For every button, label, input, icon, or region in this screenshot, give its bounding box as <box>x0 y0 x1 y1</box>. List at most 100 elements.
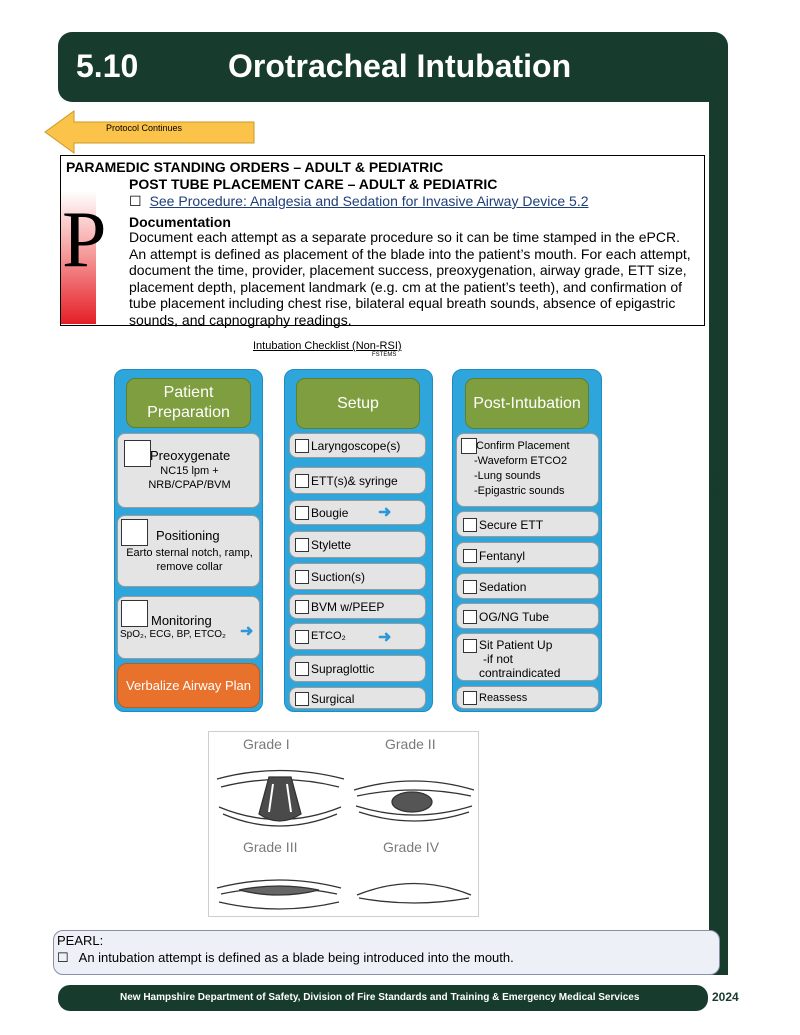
ett-syringe-checkbox[interactable] <box>295 474 309 488</box>
airway-grade-illustration: Grade I Grade II Grade III Grade IV <box>208 731 479 917</box>
secure-ett-item[interactable]: Secure ETT <box>456 511 599 537</box>
etco2-item[interactable]: ETCO₂ ➜ <box>289 623 426 650</box>
bvm-peep-checkbox[interactable] <box>295 600 309 614</box>
bougie-item[interactable]: Bougie ➜ <box>289 500 426 525</box>
positioning-item[interactable]: Positioning Earto sternal notch, ramp, r… <box>117 515 260 587</box>
waveform-etco2-text: -Waveform ETCO2 <box>474 455 568 467</box>
lung-sounds-text: -Lung sounds <box>474 470 541 482</box>
suction-item[interactable]: Suction(s) <box>289 563 426 590</box>
arrow-right-icon: ➜ <box>378 504 392 521</box>
stylette-label: Stylette <box>311 538 352 552</box>
documentation-heading: Documentation <box>129 214 231 230</box>
confirm-placement-label: Confirm Placement <box>476 440 570 452</box>
preoxygenate-label: Preoxygenate <box>150 448 231 463</box>
reassess-label: Reassess <box>479 692 528 704</box>
checkbox-bullet-icon: ☐ <box>57 950 69 965</box>
setup-header: Setup <box>296 378 420 429</box>
pearl-text: An intubation attempt is defined as a bl… <box>78 950 514 965</box>
supraglottic-label: Supraglottic <box>311 662 375 676</box>
grade-i-label: Grade I <box>243 736 290 752</box>
page-title: Orotracheal Intubation <box>228 48 572 84</box>
sit-patient-up-label: Sit Patient Up <box>479 638 553 652</box>
og-ng-tube-checkbox[interactable] <box>463 610 477 624</box>
footer-bar <box>58 985 708 1011</box>
arrow-right-icon: ➜ <box>378 629 392 646</box>
monitoring-label: Monitoring <box>151 613 212 628</box>
side-tab-label: Airway Procedure 5.10 <box>710 443 727 627</box>
supraglottic-item[interactable]: Supraglottic <box>289 655 426 682</box>
post-intubation-header: Post-Intubation <box>465 378 589 429</box>
sit-patient-up-item[interactable]: Sit Patient Up -if not contraindicated <box>456 633 599 681</box>
og-ng-tube-item[interactable]: OG/NG Tube <box>456 603 599 629</box>
etco2-checkbox[interactable] <box>295 630 309 644</box>
confirm-placement-checkbox[interactable] <box>461 438 477 454</box>
positioning-label: Positioning <box>156 528 220 543</box>
laryngoscope-label: Laryngoscope(s) <box>311 439 401 453</box>
left-arrow-icon[interactable] <box>44 110 256 154</box>
monitoring-item[interactable]: Monitoring SpO₂, ECG, BP, ETCO₂ ➜ <box>117 596 260 659</box>
patient-preparation-header: Patient Preparation <box>126 378 251 428</box>
if-not-text: -if not <box>483 652 514 666</box>
secure-ett-label: Secure ETT <box>479 518 544 532</box>
grade-iv-label: Grade IV <box>383 839 440 855</box>
analgesia-procedure-link[interactable]: See Procedure: Analgesia and Sedation fo… <box>149 193 589 209</box>
sedation-item[interactable]: Sedation <box>456 573 599 599</box>
secure-ett-checkbox[interactable] <box>463 518 477 532</box>
fentanyl-checkbox[interactable] <box>463 549 477 563</box>
monitoring-detail: SpO₂, ECG, BP, ETCO₂ <box>120 629 226 640</box>
confirm-placement-item[interactable]: Confirm Placement -Waveform ETCO2 -Lung … <box>456 433 599 507</box>
protocol-number: 5.10 <box>76 48 139 84</box>
bougie-checkbox[interactable] <box>295 506 309 520</box>
reassess-checkbox[interactable] <box>463 691 477 705</box>
post-tube-care-title: POST TUBE PLACEMENT CARE – ADULT & PEDIA… <box>129 176 498 192</box>
footer-year: 2024 <box>712 990 739 1004</box>
preoxygenate-item[interactable]: Preoxygenate NC15 lpm + NRB/CPAP/BVM <box>117 433 260 508</box>
surgical-item[interactable]: Surgical <box>289 687 426 709</box>
bvm-peep-label: BVM w/PEEP <box>311 600 385 614</box>
protocol-continues-link[interactable]: Protocol Continues <box>106 123 183 133</box>
og-ng-tube-label: OG/NG Tube <box>479 610 550 624</box>
stylette-checkbox[interactable] <box>295 538 309 552</box>
contraindicated-text: contraindicated <box>479 666 561 680</box>
verbalize-airway-plan[interactable]: Verbalize Airway Plan <box>117 663 260 708</box>
checkbox-bullet-icon: ☐ <box>129 193 142 209</box>
laryngoscope-item[interactable]: Laryngoscope(s) <box>289 433 426 458</box>
etco2-label: ETCO₂ <box>311 630 346 642</box>
documentation-text: Document each attempt as a separate proc… <box>129 229 691 328</box>
surgical-checkbox[interactable] <box>295 692 309 706</box>
pearl-label: PEARL: <box>57 933 104 948</box>
procedure-link-row: ☐ See Procedure: Analgesia and Sedation f… <box>129 193 589 210</box>
ett-syringe-item[interactable]: ETT(s)& syringe <box>289 467 426 494</box>
suction-label: Suction(s) <box>311 570 366 584</box>
epigastric-sounds-text: -Epigastric sounds <box>474 485 565 497</box>
preoxygenate-detail: NC15 lpm + NRB/CPAP/BVM <box>148 465 231 491</box>
suction-checkbox[interactable] <box>295 570 309 584</box>
preoxygenate-checkbox[interactable] <box>124 440 151 467</box>
supraglottic-checkbox[interactable] <box>295 662 309 676</box>
arrow-right-icon: ➜ <box>240 623 254 640</box>
pearl-text-row: ☐ An intubation attempt is defined as a b… <box>57 950 514 966</box>
bvm-peep-item[interactable]: BVM w/PEEP <box>289 594 426 619</box>
laryngoscope-checkbox[interactable] <box>295 439 309 453</box>
pearl-box <box>53 930 720 975</box>
header-banner <box>58 32 728 102</box>
sedation-label: Sedation <box>479 580 527 594</box>
bougie-label: Bougie <box>311 506 349 520</box>
ett-syringe-label: ETT(s)& syringe <box>311 474 398 488</box>
paramedic-level-bar <box>61 191 96 324</box>
side-bar <box>709 95 728 975</box>
paramedic-level-letter: P <box>62 196 107 284</box>
fentanyl-label: Fentanyl <box>479 549 526 563</box>
positioning-checkbox[interactable] <box>121 519 148 546</box>
footer-text: New Hampshire Department of Safety, Divi… <box>120 992 640 1003</box>
fentanyl-item[interactable]: Fentanyl <box>456 542 599 568</box>
stylette-item[interactable]: Stylette <box>289 531 426 558</box>
reassess-item[interactable]: Reassess <box>456 686 599 709</box>
monitoring-checkbox[interactable] <box>121 600 148 627</box>
sit-patient-up-checkbox[interactable] <box>463 639 477 653</box>
checklist-title: Intubation Checklist (Non-RSI) <box>253 340 402 352</box>
grade-iii-label: Grade III <box>243 839 298 855</box>
sedation-checkbox[interactable] <box>463 580 477 594</box>
surgical-label: Surgical <box>311 692 355 706</box>
larynx-views-icon <box>216 769 475 910</box>
